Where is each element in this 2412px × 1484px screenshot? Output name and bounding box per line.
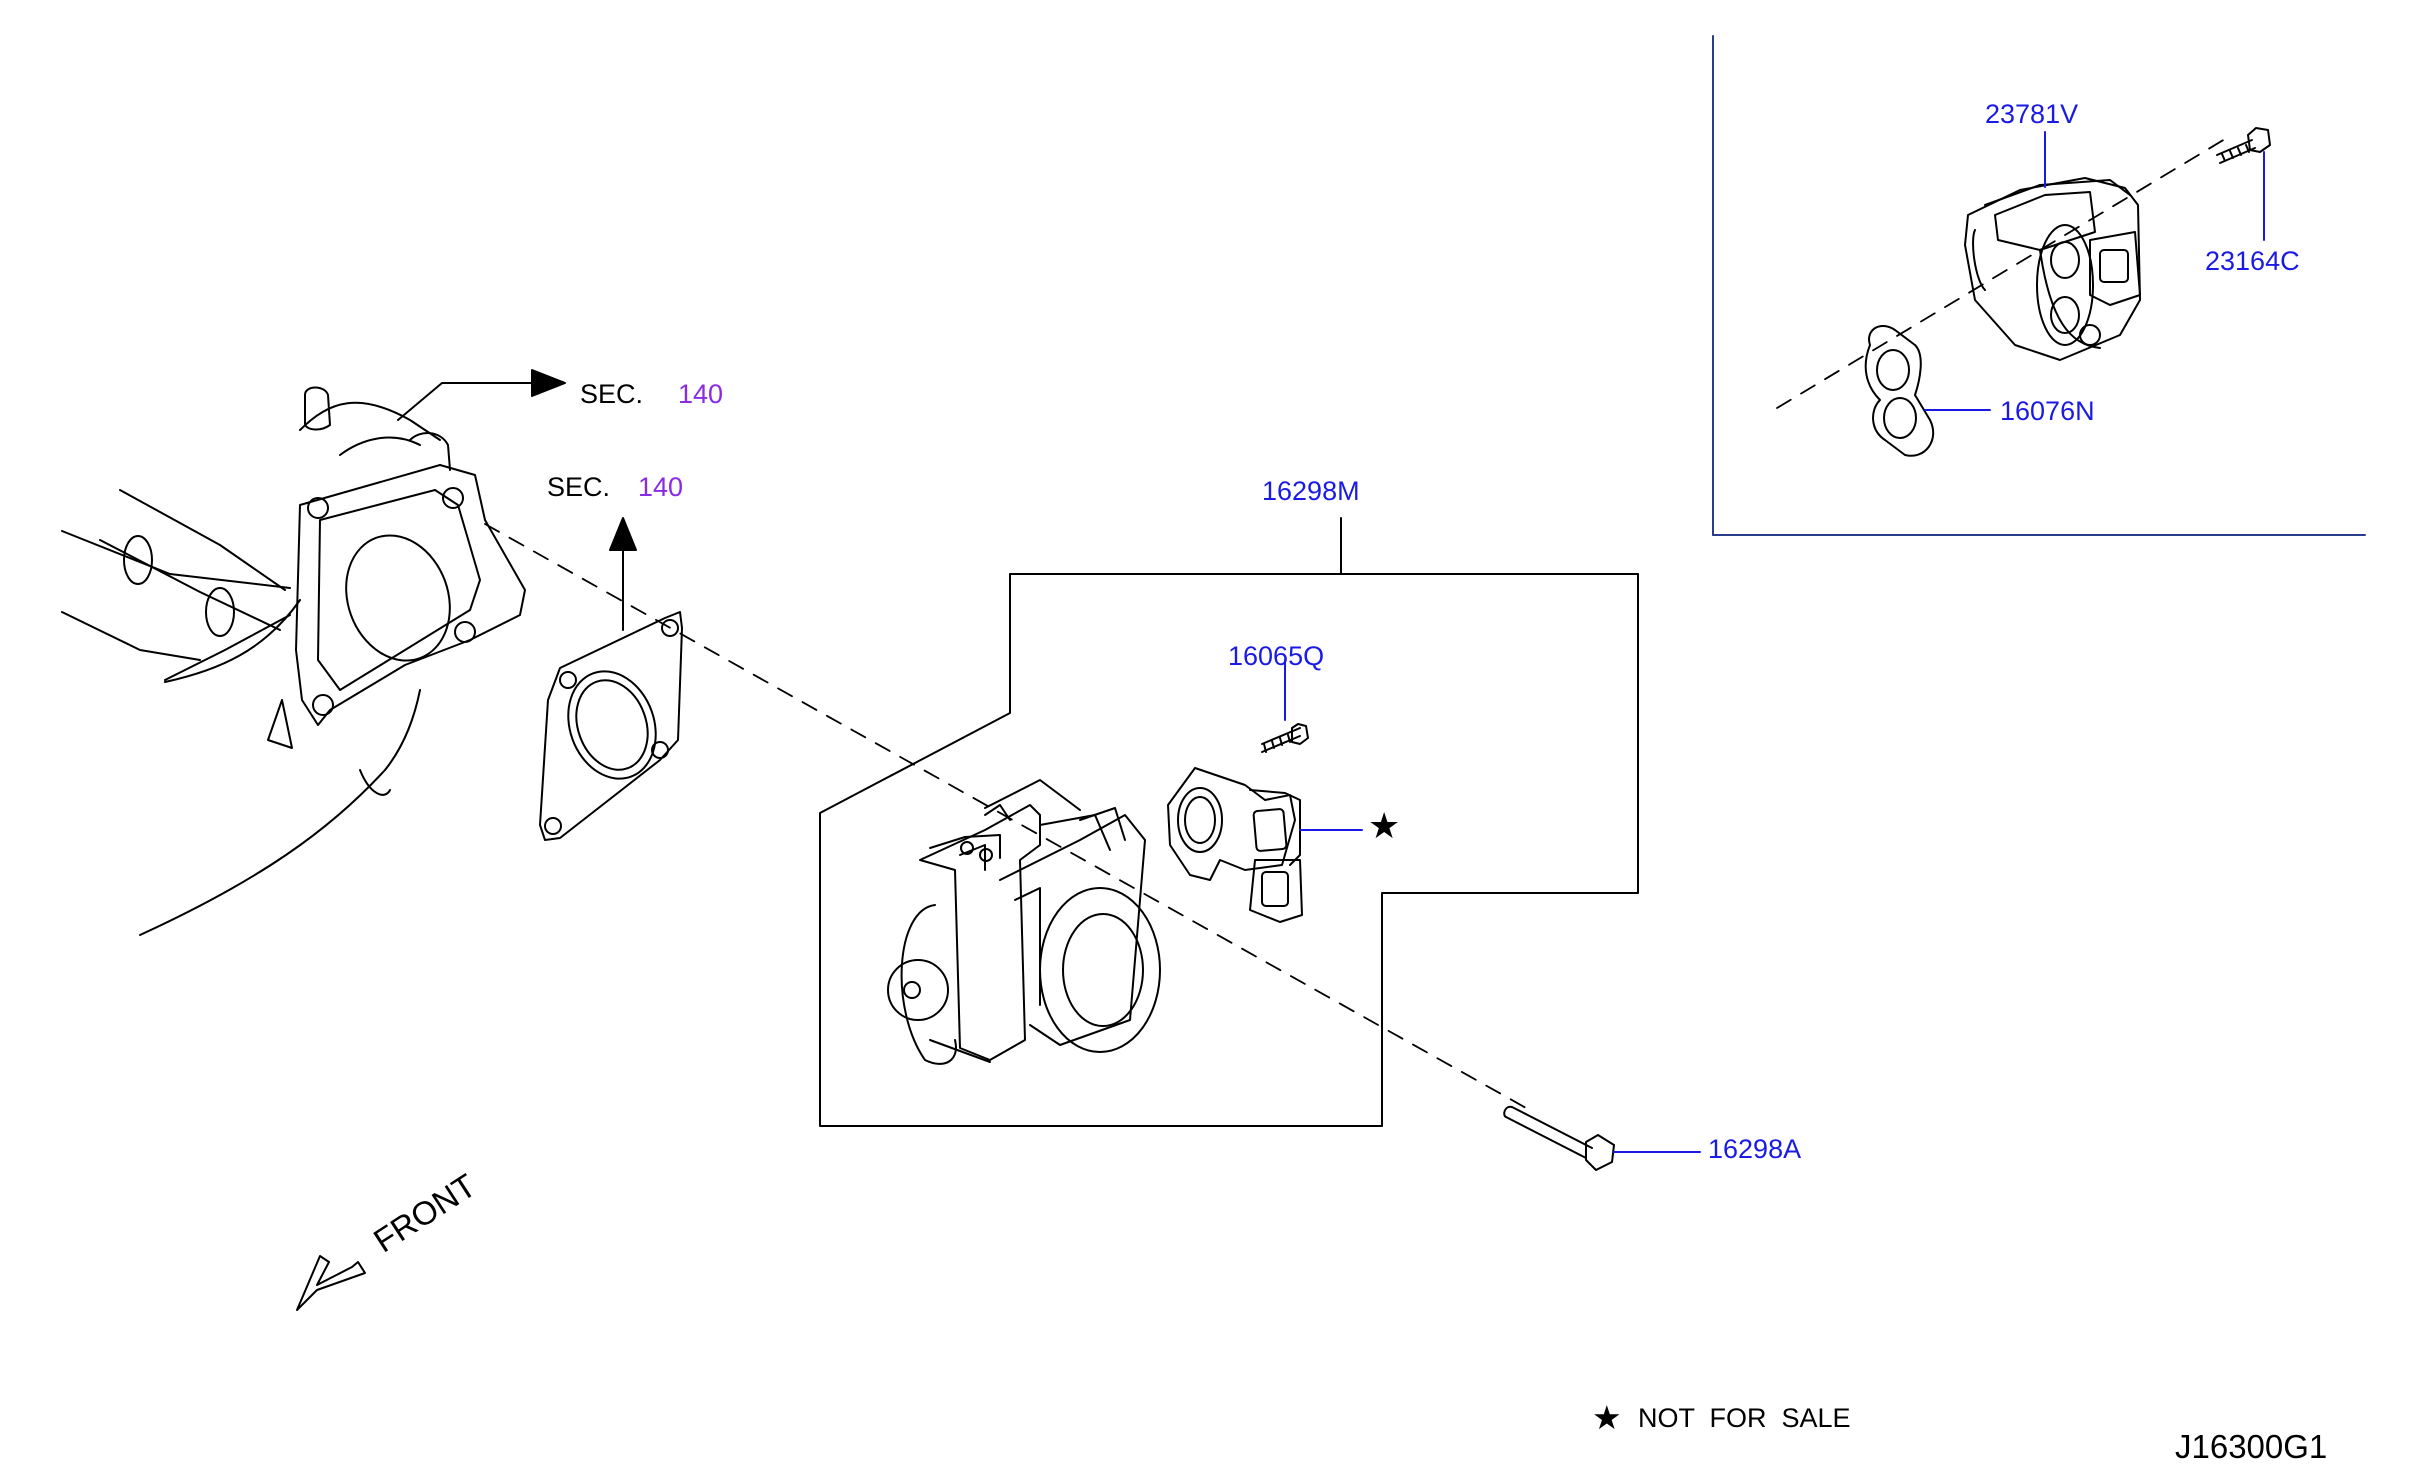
throttle-body	[887, 779, 1161, 1065]
sec-arrow-1	[397, 369, 566, 421]
throttle-position-sensor	[1167, 767, 1363, 923]
part-16298A[interactable]: 16298A	[1708, 1134, 1802, 1164]
sec-prefix-1: SEC.	[580, 379, 644, 409]
gasket-16076N	[1864, 325, 1991, 457]
star-marker: ★	[1368, 805, 1401, 846]
screw-23164C	[2216, 127, 2271, 241]
bolt-16298A	[1503, 1105, 1701, 1171]
sec-arrow-2	[609, 517, 637, 631]
gasket	[539, 611, 683, 841]
front-arrow	[296, 1255, 366, 1311]
part-23164C[interactable]: 23164C	[2205, 246, 2300, 276]
intake-manifold	[61, 386, 526, 936]
screw-16065Q	[1261, 659, 1309, 753]
part-16065Q[interactable]: 16065Q	[1228, 641, 1325, 671]
legend-star: ★	[1592, 1399, 1622, 1436]
part-16076N[interactable]: 16076N	[2000, 396, 2095, 426]
inset-frame	[1712, 35, 2366, 536]
sec-number-1[interactable]: 140	[678, 379, 724, 409]
part-16298M[interactable]: 16298M	[1262, 476, 1360, 506]
assembly-outline	[819, 573, 1639, 1127]
diagram-code: J16300G1	[2175, 1428, 2328, 1465]
part-23781V[interactable]: 23781V	[1985, 99, 2079, 129]
legend-text: NOT FOR SALE	[1638, 1403, 1851, 1433]
inset-center-line	[1776, 135, 2231, 409]
sec-number-2[interactable]: 140	[638, 472, 684, 502]
iac-valve	[1964, 131, 2141, 361]
sec-prefix-2: SEC.	[547, 472, 611, 502]
